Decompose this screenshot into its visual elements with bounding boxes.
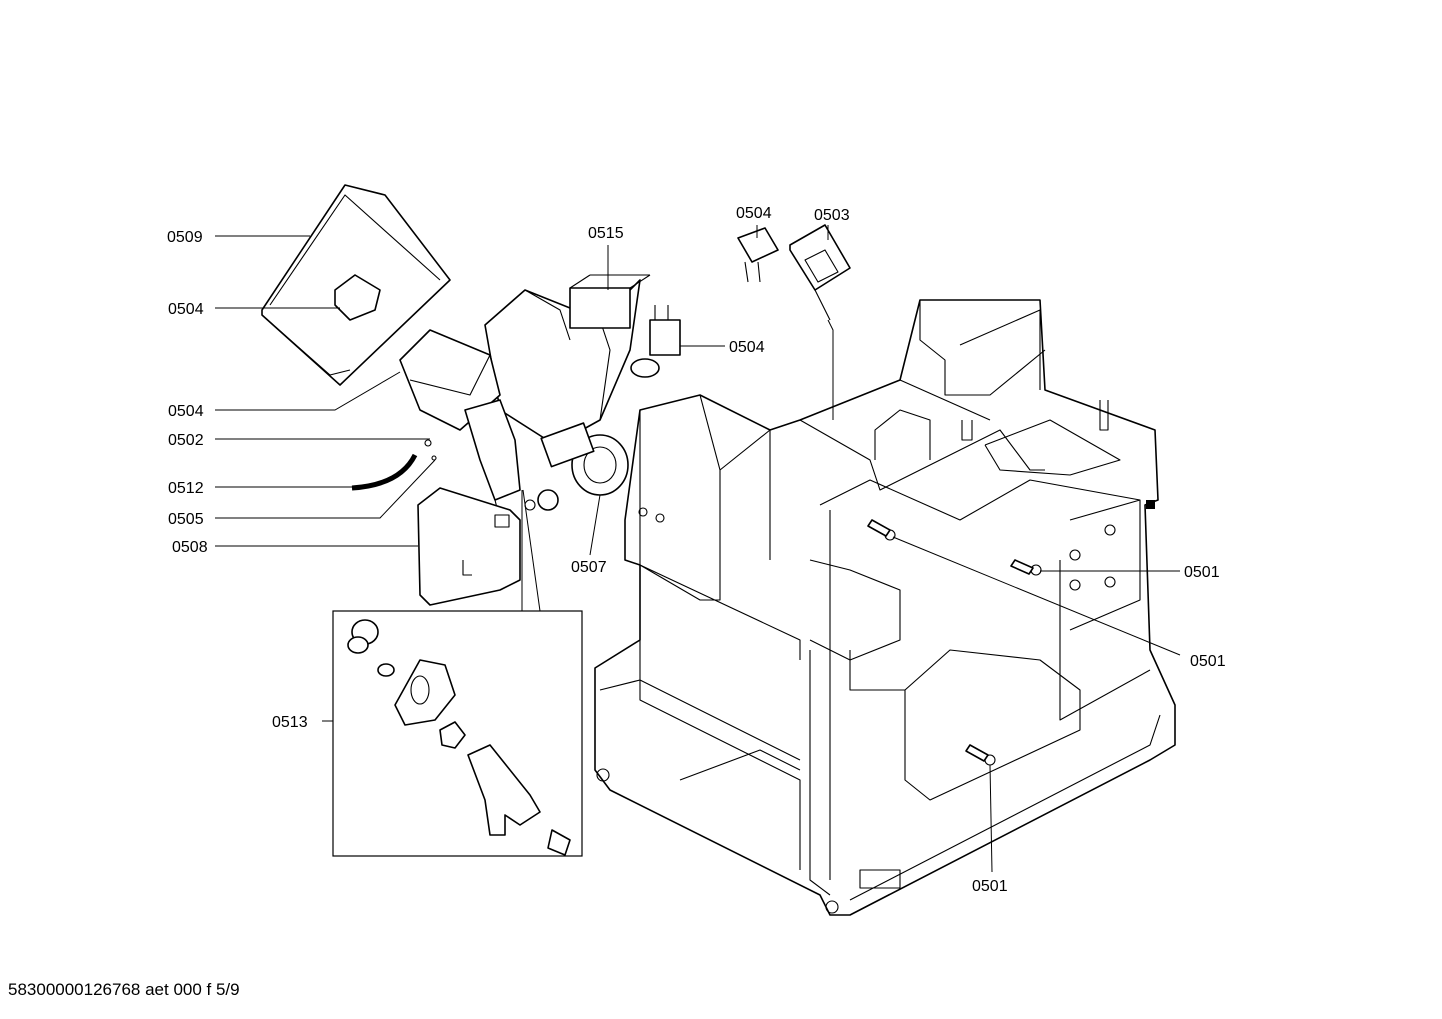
valve-assembly [399, 274, 681, 521]
label-0515: 0515 [588, 225, 624, 242]
leader-lines [215, 225, 1181, 873]
part-labels: 0509 0504 0504 0502 0512 0505 0508 0515 … [167, 205, 1226, 895]
switch-top [737, 224, 851, 321]
detail-box-0513 [332, 489, 583, 857]
label-0501: 0501 [1190, 653, 1226, 670]
label-0513: 0513 [272, 714, 308, 731]
label-0504: 0504 [729, 339, 765, 356]
label-0504: 0504 [168, 403, 204, 420]
label-0507: 0507 [571, 559, 607, 576]
document-code: 58300000126768 aet 000 f 5/9 [8, 980, 240, 999]
label-0504: 0504 [736, 205, 772, 222]
label-0505: 0505 [168, 511, 204, 528]
label-0508: 0508 [172, 539, 208, 556]
label-0509: 0509 [167, 229, 203, 246]
small-parts [351, 439, 521, 606]
label-0503: 0503 [814, 207, 850, 224]
label-0501: 0501 [1184, 564, 1220, 581]
label-0501: 0501 [972, 878, 1008, 895]
heater-box [261, 184, 451, 386]
main-housing [594, 299, 1176, 916]
label-0504: 0504 [168, 301, 204, 318]
label-0502: 0502 [168, 432, 204, 449]
label-0512: 0512 [168, 480, 204, 497]
